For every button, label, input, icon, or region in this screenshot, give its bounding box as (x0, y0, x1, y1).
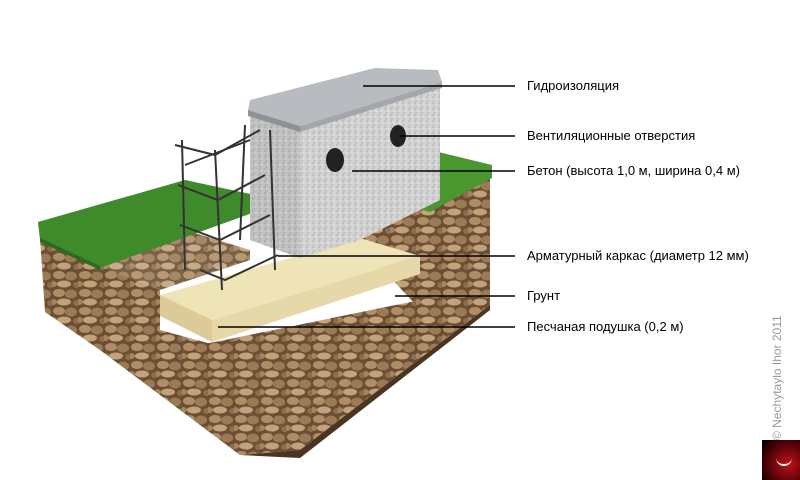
leader-lines (218, 85, 515, 328)
copyright-text: © Nechytaylo Ihor 2011 (770, 315, 784, 440)
rebar-cage (174, 124, 279, 291)
sand-cushion (160, 238, 420, 342)
label-soil: Грунт (527, 288, 561, 303)
waterproofing (248, 68, 442, 132)
label-sand-cushion: Песчаная подушка (0,2 м) (527, 319, 684, 334)
label-rebar: Арматурный каркас (диаметр 12 мм) (527, 248, 749, 263)
vent-hole (390, 125, 406, 147)
label-concrete: Бетон (высота 1,0 м, ширина 0,4 м) (527, 163, 740, 178)
author-logo (762, 440, 800, 480)
label-waterproofing: Гидроизоляция (527, 78, 620, 93)
label-vent-holes: Вентиляционные отверстия (527, 128, 696, 143)
vent-hole (326, 148, 344, 172)
